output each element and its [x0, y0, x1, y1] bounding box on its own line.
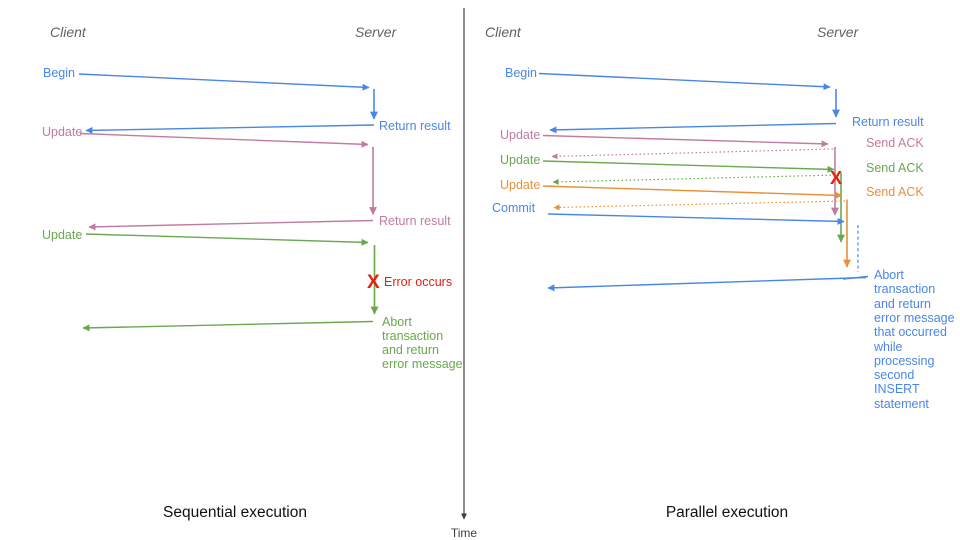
left-error-occurs-label: Error occurs: [384, 275, 452, 289]
left-abort-line-2: transaction: [382, 329, 443, 343]
right-abort-line-9: INSERT: [874, 382, 920, 396]
left-server-header: Server: [355, 24, 398, 40]
right-return-result-arrow: [549, 122, 837, 134]
right-send-ack-2-label: Send ACK: [866, 161, 924, 175]
time-axis: Time: [451, 8, 478, 540]
right-send-ack-1-label: Send ACK: [866, 136, 924, 150]
sequential-panel: Client Server Begin Return result Update…: [42, 24, 463, 521]
left-abort-line-1: Abort: [382, 315, 412, 329]
right-send-ack-3-arrow: [553, 200, 846, 211]
right-client-header: Client: [485, 24, 522, 40]
right-abort-line-8: second: [874, 368, 914, 382]
right-update-1-request-arrow: [542, 134, 829, 148]
parallel-panel: Client Server Begin Return result Update…: [485, 24, 955, 521]
right-abort-line-3: and return: [874, 297, 931, 311]
right-abort-line-5: that occurred: [874, 325, 947, 339]
time-axis-label: Time: [451, 526, 478, 540]
right-abort-line-6: while: [873, 340, 903, 354]
right-commit-request-arrow: [547, 213, 845, 225]
left-update-2-request-arrow: [85, 233, 369, 246]
right-send-ack-1-arrow: [551, 148, 834, 160]
right-update-2-request-arrow: [542, 160, 835, 173]
left-panel-title: Sequential execution: [163, 504, 307, 521]
right-abort-line-1: Abort: [874, 268, 904, 282]
left-begin-label: Begin: [43, 66, 75, 80]
left-return-result-1-label: Return result: [379, 119, 451, 133]
right-abort-line-10: statement: [874, 397, 929, 411]
left-begin-request-arrow: [78, 73, 370, 91]
right-abort-line-2: transaction: [874, 282, 935, 296]
right-update-2-label: Update: [500, 153, 540, 167]
right-return-result-label: Return result: [852, 115, 924, 129]
left-client-header: Client: [50, 24, 87, 40]
left-update-1-label: Update: [42, 125, 82, 139]
right-abort-line-4: error message: [874, 311, 955, 325]
left-error-x-icon: X: [367, 272, 380, 293]
right-begin-request-arrow: [538, 72, 831, 91]
right-update-3-label: Update: [500, 178, 540, 192]
right-send-ack-2-arrow: [552, 174, 840, 185]
right-send-ack-3-label: Send ACK: [866, 185, 924, 199]
left-return-result-1-arrow: [85, 124, 375, 134]
left-abort-line-4: error message: [382, 357, 463, 371]
right-server-header: Server: [817, 24, 860, 40]
left-return-result-2-arrow: [88, 219, 374, 231]
left-update-1-request-arrow: [79, 132, 369, 148]
right-update-1-label: Update: [500, 128, 540, 142]
right-abort-return-arrow: [547, 276, 867, 292]
right-error-x-icon: X: [830, 168, 842, 188]
right-commit-label: Commit: [492, 201, 536, 215]
left-abort-line-3: and return: [382, 343, 439, 357]
left-update-2-label: Update: [42, 228, 82, 242]
left-abort-return-arrow: [82, 320, 374, 332]
right-panel-title: Parallel execution: [666, 504, 788, 521]
right-abort-line-7: processing: [874, 354, 934, 368]
right-update-3-request-arrow: [542, 185, 843, 199]
right-begin-label: Begin: [505, 66, 537, 80]
left-return-result-2-label: Return result: [379, 214, 451, 228]
